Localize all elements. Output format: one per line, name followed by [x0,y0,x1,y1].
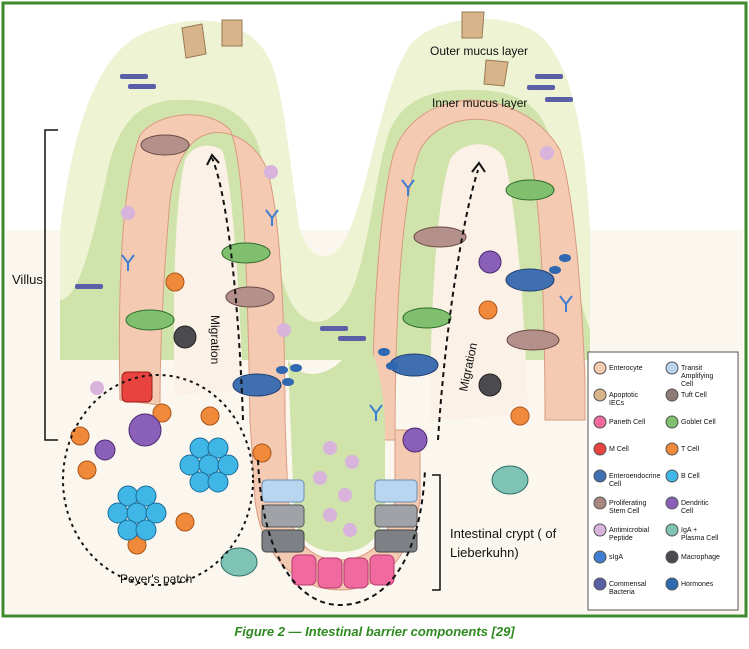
tuft-cell-icon [665,388,679,402]
siga-icon [593,550,607,564]
legend-label: sIgA [609,554,623,561]
peyers-patch-outline [62,374,254,586]
goblet-cell-icon [665,415,679,429]
t-cell-icon [665,442,679,456]
crypt-bracket [432,474,441,591]
commensal-bacteria-icon [593,577,607,591]
legend-label: Tuft Cell [681,392,707,399]
macrophages [173,325,502,397]
villus-label: Villus [12,272,43,287]
iga-plasma-cells [220,465,529,577]
crypt-label-line1: Intestinal crypt ( of [450,526,557,541]
tuft-cells [140,134,560,351]
commensal-bacteria [75,74,573,341]
villus-bracket [44,129,58,441]
stem-cell-icon [593,496,607,510]
b-cell-clusters [107,437,239,541]
legend-label: M Cell [609,446,629,453]
legend-label: Goblet Cell [681,419,716,426]
dendritic-cell-icon [665,496,679,510]
legend-label: B Cell [681,473,700,480]
b-cell-icon [665,469,679,483]
crypt-cells [261,479,418,589]
outer-mucus-label: Outer mucus layer [430,44,528,58]
legend-label: Transit [681,365,702,372]
legend-label: Dendritic [681,500,709,507]
migration-left-label: Migration [208,315,222,364]
legend-label: Cell [681,381,694,388]
hormones [276,254,571,386]
macrophage-icon [665,550,679,564]
goblet-cells [125,179,555,331]
t-cells [70,272,530,555]
transit-amplifying-cell-icon [665,361,679,375]
m-cell [121,371,153,403]
inner-mucus-label: Inner mucus layer [432,96,527,110]
legend-label: Enteroendocrine [609,473,660,480]
legend-label: Cell [609,481,622,488]
antimicrobial-peptides [90,146,554,537]
dendritic-cells [94,250,502,461]
legend-box [587,351,739,611]
legend-label: T Cell [681,446,700,453]
apoptotic-iecs [181,11,509,87]
legend-label: Cell [681,508,694,515]
crypt-label-line2: Lieberkuhn) [450,545,519,560]
m-cell-icon [593,442,607,456]
legend-label: Stem Cell [609,508,640,515]
legend-label: Antimicrobial [609,527,650,534]
figure-caption: Figure 2 — Intestinal barrier components… [234,624,515,639]
legend-label: Proliferating [609,500,646,507]
crypt-dotted-outline [257,459,426,607]
enteroendocrine-cell-icon [593,469,607,483]
antimicrobial-peptide-icon [593,523,607,537]
apoptotic-iec-icon [593,388,607,402]
legend-label: IECs [609,400,625,407]
enterocyte-icon [593,361,607,375]
legend-label: Peptide [609,535,633,542]
legend-label: Macrophage [681,554,720,561]
migration-arrow-left-head [206,153,220,166]
legend-label: Enterocyte [609,365,643,372]
paneth-cell-icon [593,415,607,429]
legend-label: Bacteria [609,589,635,596]
legend-label: Hormones [681,581,714,588]
legend-label: Commensal [609,581,647,588]
legend-label: Paneth Cell [609,419,646,426]
right-villus-epithelium [371,99,586,441]
peyers-patch-label: Peyer's patch [120,572,192,586]
migration-arrow-right-head [471,161,486,173]
legend-label: Apoptotic [609,392,639,399]
legend-label: IgA + [681,527,697,534]
legend-label: Plasma Cell [681,535,719,542]
right-villus-core [430,144,528,420]
hormones-icon [665,577,679,591]
migration-arrow-left [211,157,244,421]
legend-label: Amplifying [681,373,713,380]
siga-molecules [121,179,573,421]
plasma-cell-icon [665,523,679,537]
